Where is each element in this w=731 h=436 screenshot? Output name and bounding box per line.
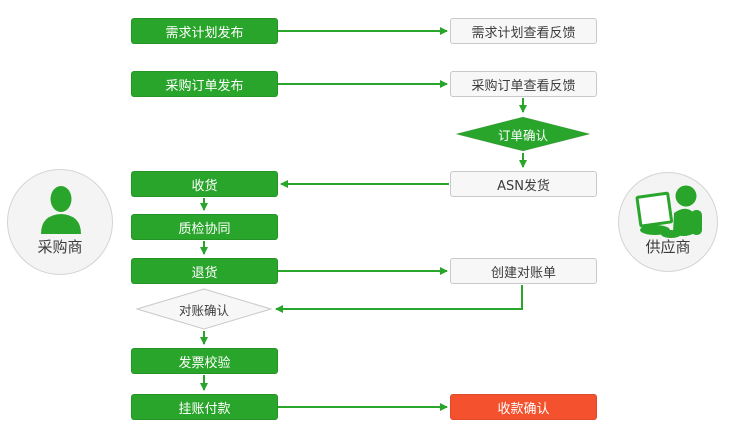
node-create-statement: 创建对账单 bbox=[450, 258, 597, 284]
node-label: ASN发货 bbox=[497, 178, 550, 194]
node-payment-confirm: 收款确认 bbox=[450, 394, 597, 420]
decision-reconcile-confirm: 对账确认 bbox=[136, 288, 272, 330]
node-invoice-verify: 发票校验 bbox=[131, 348, 278, 374]
node-label: 挂账付款 bbox=[178, 401, 231, 417]
node-label: 订单确认 bbox=[497, 127, 548, 143]
node-label: 创建对账单 bbox=[490, 265, 556, 281]
node-label: 采购订单发布 bbox=[165, 78, 244, 94]
node-label: 收货 bbox=[191, 178, 218, 194]
supplier-person-laptop-icon bbox=[635, 185, 702, 238]
node-label: 采购订单查看反馈 bbox=[471, 78, 576, 94]
node-label: 需求计划发布 bbox=[165, 25, 244, 41]
supplier-label: 供应商 bbox=[645, 238, 691, 256]
node-quality-check: 质检协同 bbox=[131, 214, 278, 240]
buyer-label: 采购商 bbox=[37, 238, 83, 256]
buyer-actor: 采购商 bbox=[7, 169, 113, 275]
node-po-feedback: 采购订单查看反馈 bbox=[450, 71, 597, 97]
node-label: 需求计划查看反馈 bbox=[471, 25, 576, 41]
node-po-publish: 采购订单发布 bbox=[131, 71, 278, 97]
node-demand-plan-feedback: 需求计划查看反馈 bbox=[450, 18, 597, 44]
node-label: 对账确认 bbox=[178, 302, 229, 318]
node-label: 发票校验 bbox=[178, 355, 231, 371]
decision-order-confirm: 订单确认 bbox=[455, 116, 591, 152]
arrow-statement-to-reconcile bbox=[275, 285, 523, 313]
node-receive-goods: 收货 bbox=[131, 171, 278, 197]
node-asn-ship: ASN发货 bbox=[450, 171, 597, 197]
node-label: 退货 bbox=[191, 265, 218, 281]
diamond-shape bbox=[136, 288, 272, 330]
node-book-payment: 挂账付款 bbox=[131, 394, 278, 420]
node-demand-plan-publish: 需求计划发布 bbox=[131, 18, 278, 44]
buyer-person-icon bbox=[41, 186, 81, 234]
node-label: 质检协同 bbox=[178, 221, 231, 237]
node-label: 收款确认 bbox=[497, 401, 550, 417]
supplier-actor: 供应商 bbox=[618, 172, 718, 272]
diamond-shape bbox=[455, 116, 591, 152]
node-return-goods: 退货 bbox=[131, 258, 278, 284]
